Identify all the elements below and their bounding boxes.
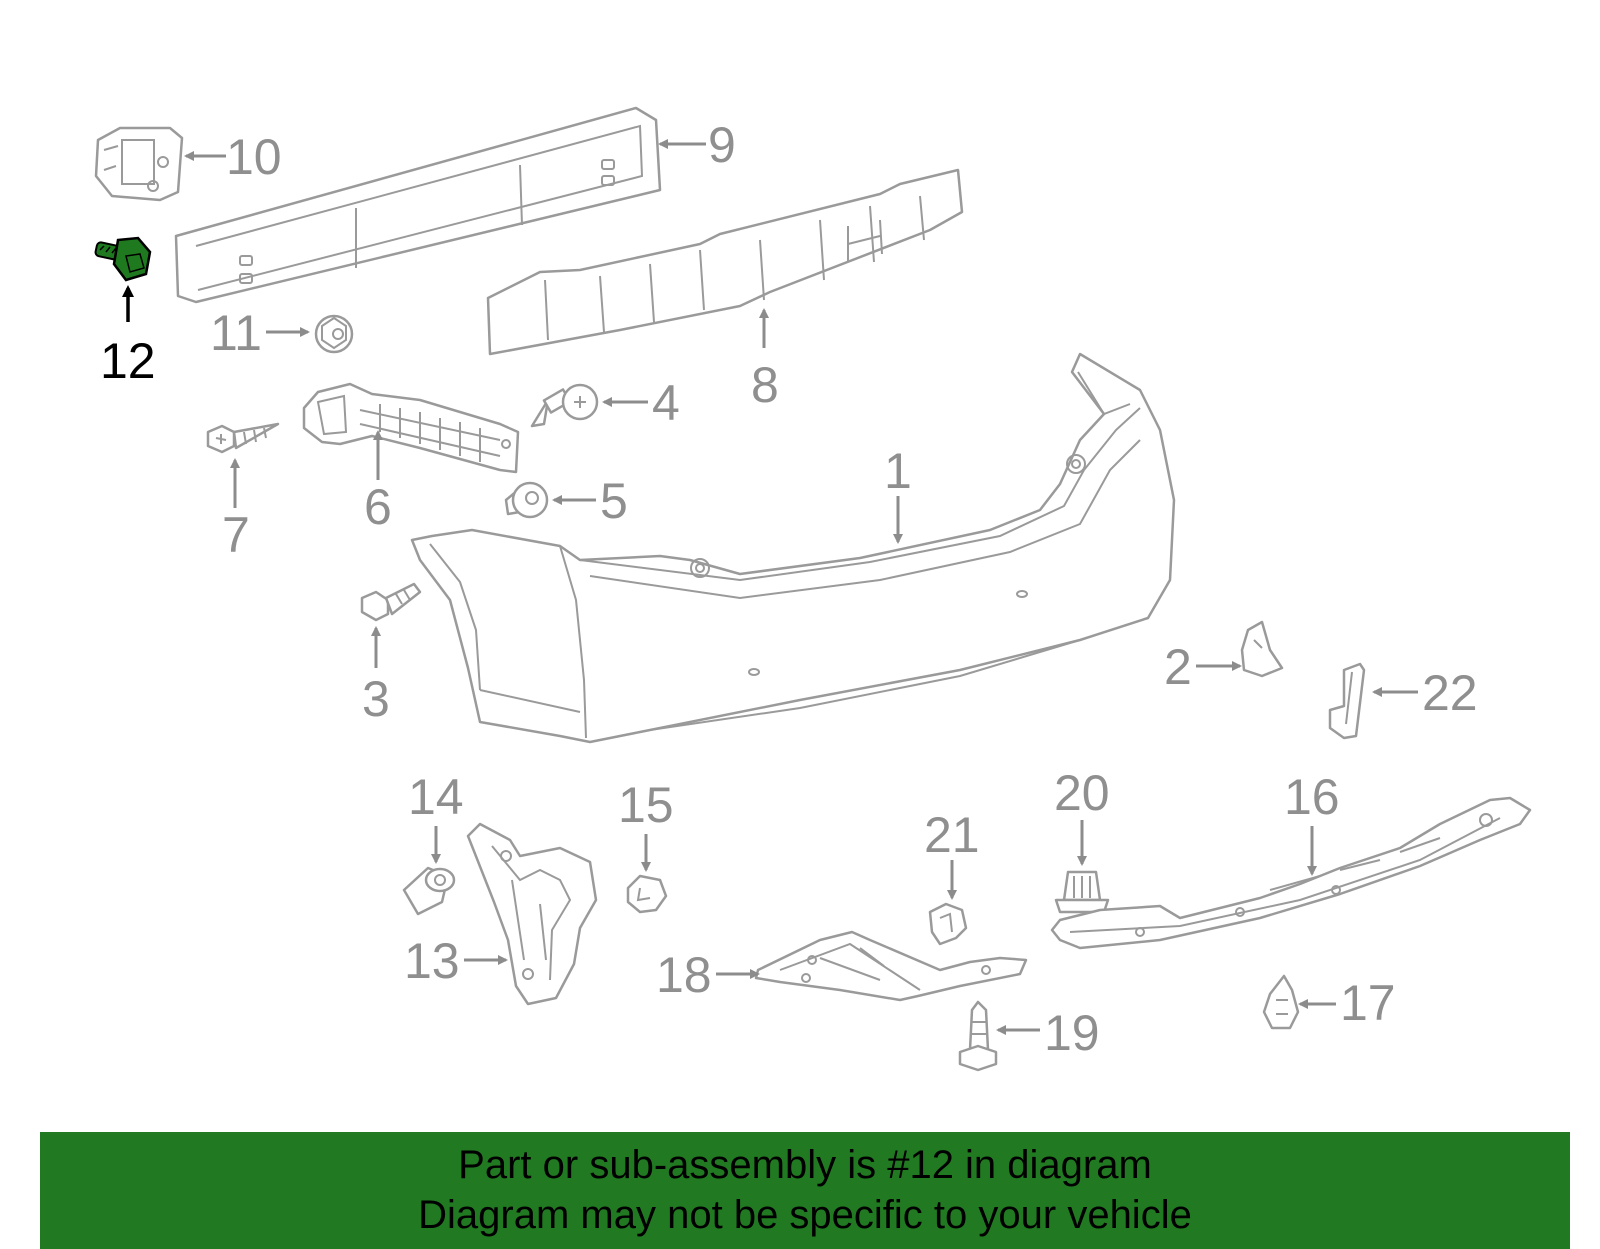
part-4-screw[interactable] — [530, 383, 599, 428]
callout-12: 12 — [100, 333, 156, 389]
callout-22: 22 — [1422, 665, 1478, 721]
part-3-screw[interactable] — [360, 582, 422, 622]
part-2-clip[interactable] — [1240, 620, 1284, 678]
part-13-side-bracket[interactable] — [466, 822, 598, 1006]
part-10-bracket[interactable] — [94, 126, 184, 202]
callout-17: 17 — [1340, 975, 1396, 1031]
part-9-reinforcement-beam[interactable] — [174, 106, 662, 304]
part-20-nut[interactable] — [1054, 870, 1110, 914]
banner-line-part-number: Part or sub-assembly is #12 in diagram — [458, 1143, 1152, 1187]
callout-4: 4 — [652, 375, 680, 431]
part-14-collar[interactable] — [402, 866, 456, 916]
part-5-clip[interactable] — [504, 481, 549, 519]
callout-18: 18 — [656, 947, 712, 1003]
callout-19: 19 — [1044, 1005, 1100, 1061]
callout-21: 21 — [924, 807, 980, 863]
callout-7: 7 — [222, 507, 250, 563]
part-1-bumper-cover[interactable] — [410, 352, 1176, 744]
callout-1: 1 — [884, 443, 912, 499]
part-12-bolt-highlighted[interactable] — [94, 236, 152, 282]
part-19-push-rivet[interactable] — [958, 1000, 998, 1072]
parts-diagram: 10 9 12 11 8 4 6 7 5 1 3 2 22 14 15 13 2… — [94, 106, 1532, 1072]
banner-line-disclaimer: Diagram may not be specific to your vehi… — [418, 1193, 1192, 1237]
part-6-side-retainer[interactable] — [302, 382, 520, 474]
part-18-lower-bracket[interactable] — [754, 930, 1028, 1002]
callout-2: 2 — [1164, 639, 1192, 695]
part-7-screw[interactable] — [206, 422, 280, 454]
callout-15: 15 — [618, 777, 674, 833]
part-15-grommet[interactable] — [626, 874, 668, 914]
part-21-clip[interactable] — [928, 902, 968, 946]
part-22-plate[interactable] — [1328, 662, 1366, 740]
callout-16: 16 — [1284, 769, 1340, 825]
part-16-lower-reinforcement[interactable] — [1050, 796, 1532, 950]
callout-9: 9 — [708, 117, 736, 173]
callout-3: 3 — [362, 671, 390, 727]
callout-20: 20 — [1054, 765, 1110, 821]
callout-13: 13 — [404, 933, 460, 989]
callout-10: 10 — [226, 129, 282, 185]
callout-8: 8 — [751, 357, 779, 413]
callout-5: 5 — [600, 473, 628, 529]
callout-6: 6 — [364, 479, 392, 535]
part-8-energy-absorber[interactable] — [486, 168, 964, 356]
callout-14: 14 — [408, 769, 464, 825]
callout-11: 11 — [210, 305, 262, 361]
part-11-nut[interactable] — [314, 314, 354, 354]
info-banner: Part or sub-assembly is #12 in diagram D… — [40, 1132, 1570, 1249]
part-17-clip[interactable] — [1262, 974, 1300, 1030]
